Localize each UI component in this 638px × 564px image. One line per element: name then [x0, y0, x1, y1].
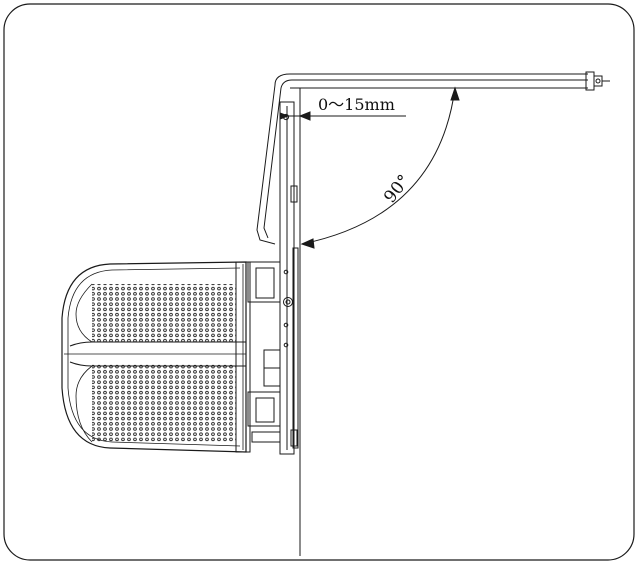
- gap-dimension-label: 0～15mm: [318, 95, 395, 114]
- upper-vent-grille: [92, 284, 236, 342]
- sloped-cover: [256, 84, 282, 245]
- gap-dimension: [279, 111, 406, 121]
- mounting-plate: [279, 101, 299, 455]
- angle-arc: [300, 86, 460, 249]
- outer-frame: [3, 3, 635, 561]
- top-bracket: [274, 71, 610, 91]
- angle-label: 90°: [380, 171, 414, 207]
- fixing-hardware: [247, 261, 293, 443]
- lower-vent-grille: [92, 364, 236, 442]
- inverter-body: [61, 261, 251, 453]
